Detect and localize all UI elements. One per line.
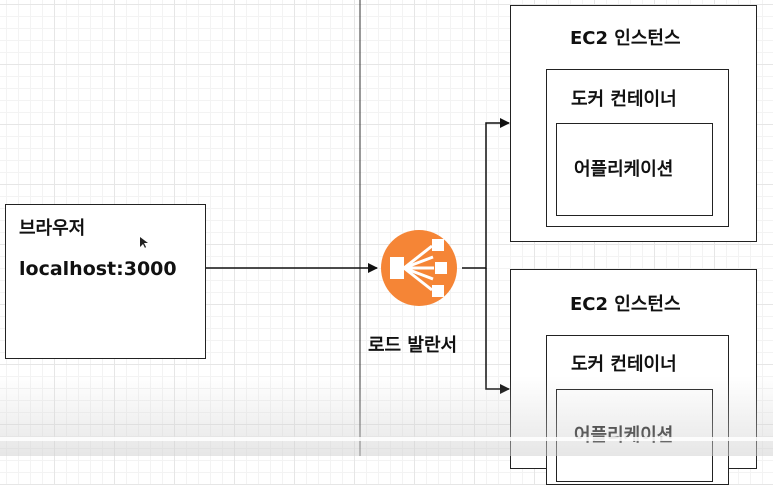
docker-container-box: 도커 컨테이너 어플리케이션 [546,335,729,485]
browser-title: 브라우저 [19,218,86,239]
application-box: 어플리케이션 [556,123,713,216]
application-box: 어플리케이션 [556,389,713,482]
load-balancer-icon [381,230,457,306]
browser-address: localhost:3000 [19,258,177,280]
diagram-canvas [188,0,510,456]
browser-box: 브라우저 localhost:3000 [5,204,206,359]
docker-container-label: 도커 컨테이너 [571,354,677,375]
ec2-instance-box-1: EC2 인스턴스 도커 컨테이너 어플리케이션 [510,5,757,242]
load-balancer-label: 로드 발란서 [368,335,458,356]
docker-container-label: 도커 컨테이너 [571,89,677,110]
lb-instance-2-connector [485,268,510,394]
mouse-cursor-icon [140,237,148,248]
lb-instance-1-connector [462,118,510,269]
ec2-instance-title: EC2 인스턴스 [570,294,681,315]
application-label: 어플리케이션 [574,425,674,446]
docker-container-box: 도커 컨테이너 어플리케이션 [546,69,729,227]
application-label: 어플리케이션 [574,159,674,180]
video-progress-bar[interactable] [0,437,773,441]
ec2-instance-title: EC2 인스턴스 [570,28,681,49]
